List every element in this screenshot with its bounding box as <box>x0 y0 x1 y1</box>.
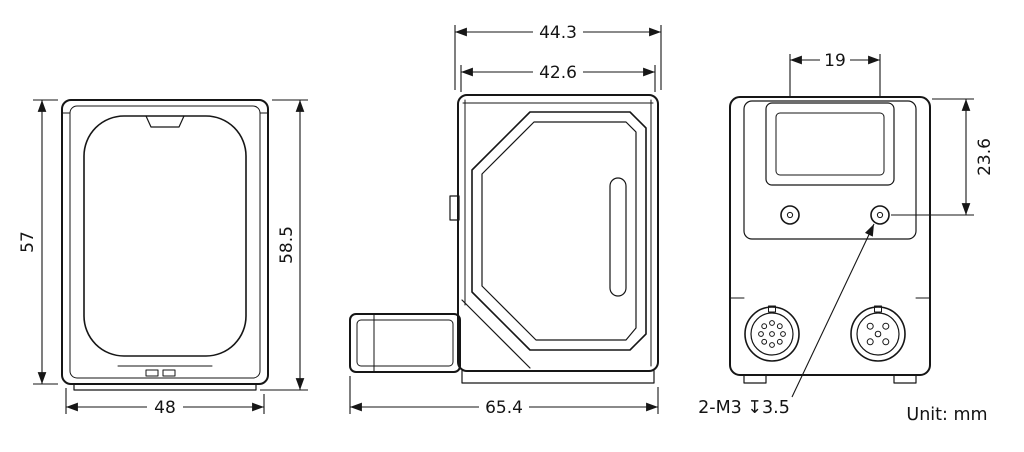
connector-keyway <box>768 305 776 313</box>
rear-slot-outer <box>765 102 895 186</box>
rear-foot-right <box>893 374 917 384</box>
dim-label-bg <box>479 396 529 417</box>
side-housing-outline <box>457 94 659 372</box>
rear-foot-left <box>743 374 767 384</box>
side-window-octagon-outer <box>471 111 647 351</box>
dim-label-bg <box>533 22 583 42</box>
side-window-octagon-inner <box>481 121 637 341</box>
side-slot <box>609 177 627 297</box>
dim-label-bg <box>533 62 583 82</box>
dim-front-overall-height: 58.5 <box>277 226 297 264</box>
dim-label-bg <box>820 50 850 70</box>
thread-note-label: 2-M3 ↧3.5 <box>698 398 790 418</box>
rear-screw-hole-right <box>870 205 890 225</box>
mounting-hole-note: 2-M3 ↧3.5 <box>698 223 875 418</box>
rear-housing-outline <box>729 96 931 376</box>
side-view-dimensions: 44.3 42.6 65.4 <box>349 22 662 418</box>
rear-connector-left <box>744 305 800 362</box>
front-base-strip <box>73 383 257 391</box>
rear-mount-plate <box>743 100 917 240</box>
dim-rear-hole-offset: 23.6 <box>975 138 995 176</box>
front-view-body <box>61 99 269 391</box>
front-view-dimensions: 57 58.5 48 <box>18 99 308 418</box>
front-housing-seam <box>69 105 261 379</box>
front-window-bezel <box>83 115 247 357</box>
connector-keyway <box>874 305 882 313</box>
dim-rear-hole-spacing: 19 <box>824 51 846 71</box>
dim-side-overall-depth: 65.4 <box>485 398 523 418</box>
side-connector-block-inner <box>356 319 454 367</box>
front-housing-outline <box>61 99 269 385</box>
dim-front-width: 48 <box>154 398 176 418</box>
rear-connector-right <box>850 305 906 362</box>
side-mirror-diagonal <box>461 299 531 369</box>
dim-label-bg <box>147 396 183 417</box>
rear-view-dimensions: 19 23.6 <box>789 50 995 216</box>
unit-note-label: Unit: mm <box>906 405 987 425</box>
side-view-body <box>349 94 659 384</box>
rear-screw-hole-left-center <box>786 211 794 219</box>
side-connector-block <box>349 313 461 373</box>
rear-screw-hole-right-center <box>876 211 884 219</box>
rear-slot-inner <box>775 112 885 176</box>
front-indicator-led-1 <box>145 369 159 377</box>
side-base-strip <box>461 370 655 384</box>
dim-side-depth-inner: 42.6 <box>539 63 577 83</box>
dim-side-depth-upper: 44.3 <box>539 23 577 43</box>
rear-view-body <box>729 96 931 384</box>
rear-screw-hole-left <box>780 205 800 225</box>
front-indicator-led-2 <box>162 369 176 377</box>
side-left-tab <box>449 195 460 221</box>
front-top-notch <box>145 115 185 128</box>
dim-front-height: 57 <box>18 231 38 253</box>
